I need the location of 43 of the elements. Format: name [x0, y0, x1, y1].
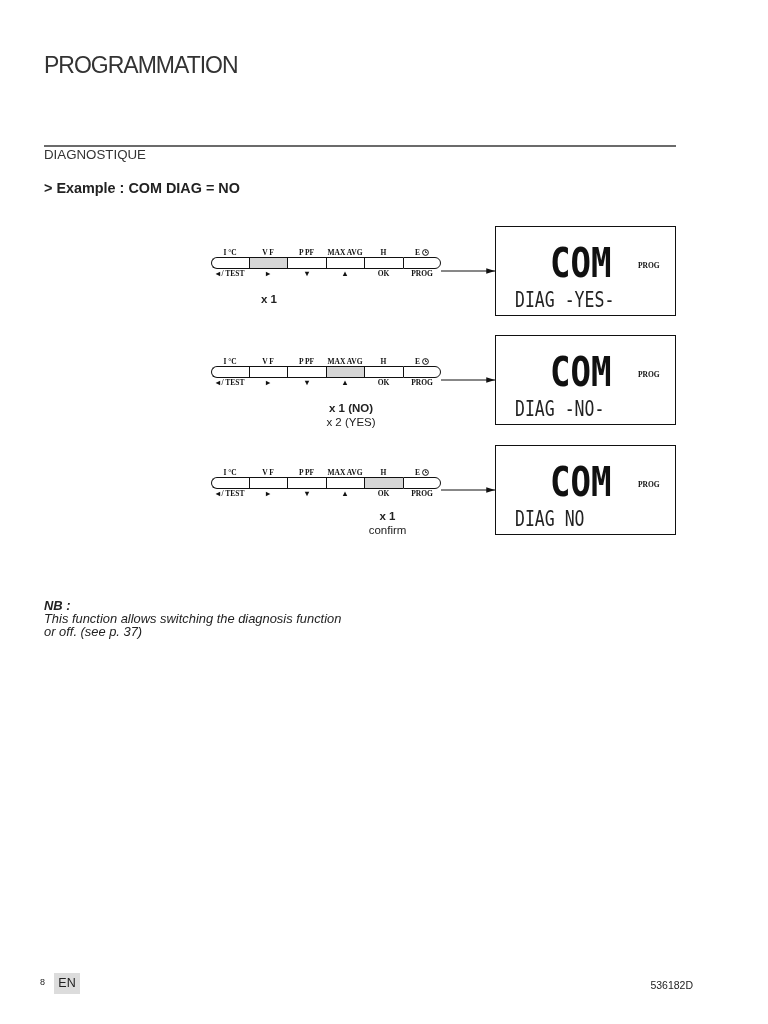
keypad-key — [364, 247, 403, 279]
press-note: x 2 (YES) — [326, 415, 376, 429]
language-tab: EN — [54, 973, 80, 994]
lcd-value-text: DIAG -NO- — [515, 400, 605, 421]
note-heading: NB : — [44, 599, 71, 613]
lcd-display — [495, 226, 676, 316]
lcd-main-text: COM — [550, 461, 612, 503]
keypad-key — [403, 467, 441, 499]
arrow — [440, 377, 496, 383]
keypad-key — [326, 356, 364, 388]
lcd-main-text: COM — [550, 351, 612, 393]
keypad-key — [287, 247, 326, 279]
keypad-key — [211, 247, 249, 279]
lcd-display — [495, 335, 676, 425]
keypad-key — [211, 467, 249, 499]
keypad-key — [287, 467, 326, 499]
keypad-key — [211, 356, 249, 388]
lcd-main-text: COM — [550, 242, 612, 284]
keypad-key — [364, 467, 403, 499]
keypad-key — [249, 247, 287, 279]
document-reference: 536182D — [650, 980, 693, 991]
keypad-key — [287, 356, 326, 388]
note-text: This function allows switching the diagnosis function or off. (see p. 37) — [44, 612, 343, 638]
page-number: 8 — [40, 978, 45, 987]
lcd-value-text: DIAG NO — [515, 510, 585, 531]
page-title: PROGRAMMATION — [44, 54, 238, 77]
press-count: x 1 (NO) — [328, 402, 374, 416]
keypad-key — [403, 247, 441, 279]
arrow — [440, 487, 496, 493]
lcd-value-text: DIAG -YES- — [515, 291, 615, 312]
press-count: x 1 — [379, 510, 396, 524]
keypad-key — [249, 356, 287, 388]
keypad-key — [326, 247, 364, 279]
lcd-display — [495, 445, 676, 535]
example-heading: > Example : COM DIAG = NO — [44, 181, 240, 196]
keypad-key — [364, 356, 403, 388]
press-note: confirm — [368, 523, 407, 537]
section-heading: DIAGNOSTIQUE — [44, 148, 146, 162]
keypad-key — [249, 467, 287, 499]
arrow — [440, 268, 496, 274]
press-count: x 1 — [261, 293, 277, 307]
keypad-key — [326, 467, 364, 499]
keypad-key — [403, 356, 441, 388]
